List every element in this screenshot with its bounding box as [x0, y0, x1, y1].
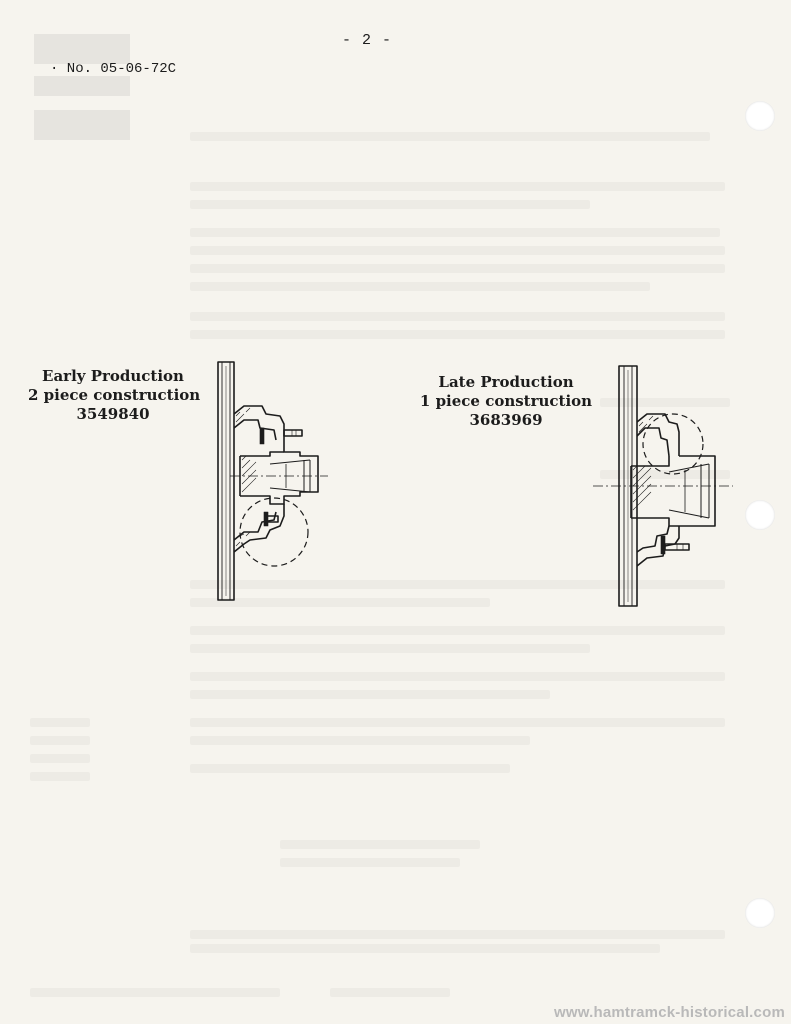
watermark-url: www.hamtramck-historical.com: [554, 1004, 785, 1021]
page-number: - 2 -: [342, 32, 393, 49]
bleed-line: [190, 282, 650, 291]
bleed-line: [190, 132, 710, 141]
bleed-line: [190, 644, 590, 653]
punch-hole-bottom: [745, 898, 775, 928]
late-production-label: Late Production: [438, 373, 574, 391]
bleed-line: [190, 690, 550, 699]
bleed-line: [190, 672, 725, 681]
bleed-line: [190, 246, 725, 255]
bleed-line: [190, 764, 510, 773]
bleed-through-logo: [34, 34, 130, 140]
bleed-line: [30, 772, 90, 781]
late-production-caption: Late Production 1 piece construction 368…: [418, 373, 594, 430]
bleed-line: [190, 944, 660, 953]
punch-hole-middle: [745, 500, 775, 530]
bleed-line: [190, 930, 725, 939]
late-construction-label: 1 piece construction: [419, 392, 593, 410]
bleed-line: [30, 718, 90, 727]
bleed-line: [190, 182, 725, 191]
bleed-line: [190, 736, 530, 745]
bleed-line: [30, 736, 90, 745]
early-construction-label: 2 piece construction: [28, 386, 201, 404]
bleed-line: [280, 840, 480, 849]
bleed-line: [30, 754, 90, 763]
early-production-label: Early Production: [42, 367, 184, 385]
bleed-line: [190, 718, 725, 727]
bleed-line: [190, 330, 725, 339]
early-part-number: 3549840: [76, 405, 150, 423]
punch-hole-top: [745, 101, 775, 131]
early-production-hub-rotor-diagram: [217, 361, 328, 601]
bleed-line: [190, 264, 725, 273]
late-part-number: 3683969: [469, 411, 543, 429]
bleed-line: [280, 858, 460, 867]
bulletin-number: · No. 05-06-72C: [50, 61, 177, 77]
bleed-line: [330, 988, 450, 997]
bleed-line: [30, 988, 280, 997]
bleed-line: [190, 312, 725, 321]
late-production-hub-rotor-diagram: [593, 365, 733, 607]
bleed-line: [190, 200, 590, 209]
bleed-line: [190, 228, 720, 237]
early-production-caption: Early Production 2 piece construction 35…: [28, 367, 201, 424]
bleed-line: [190, 626, 725, 635]
